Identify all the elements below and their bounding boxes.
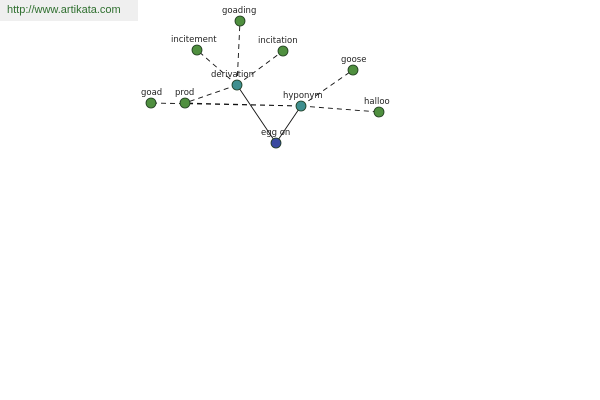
node-label-egg-on: egg on [261, 128, 290, 138]
edge-egg-on-derivation [236, 84, 277, 144]
node-egg-on[interactable] [270, 137, 282, 149]
node-label-incitation: incitation [258, 36, 298, 46]
node-label-derivation: derivation [211, 70, 254, 80]
node-label-hyponym: hyponym [283, 91, 323, 101]
node-halloo[interactable] [373, 106, 385, 118]
node-label-incitement: incitement [171, 35, 217, 45]
edge-derivation-incitation [236, 50, 284, 86]
edge-hyponym-goose [300, 69, 354, 107]
node-incitement[interactable] [191, 44, 203, 56]
node-hyponym[interactable] [295, 100, 307, 112]
edges-layer [150, 20, 380, 144]
watermark-url: http://www.artikata.com [0, 0, 138, 21]
edge-hyponym-halloo [300, 105, 380, 113]
edge-hyponym-prod [184, 102, 302, 107]
edge-derivation-goading [236, 20, 241, 86]
node-label-halloo: halloo [364, 97, 390, 107]
edge-derivation-prod [184, 84, 238, 104]
edge-egg-on-hyponym [275, 105, 302, 144]
nodes-layer: goading incitement incitation derivation goo… [141, 6, 390, 149]
node-label-goading: goading [222, 6, 256, 16]
node-derivation[interactable] [231, 79, 243, 91]
node-label-prod: prod [175, 88, 194, 98]
node-label-goose: goose [341, 55, 366, 65]
node-goad[interactable] [145, 97, 157, 109]
node-incitation[interactable] [277, 45, 289, 57]
node-goading[interactable] [234, 15, 246, 27]
node-prod[interactable] [179, 97, 191, 109]
node-goose[interactable] [347, 64, 359, 76]
node-label-goad: goad [141, 88, 162, 98]
